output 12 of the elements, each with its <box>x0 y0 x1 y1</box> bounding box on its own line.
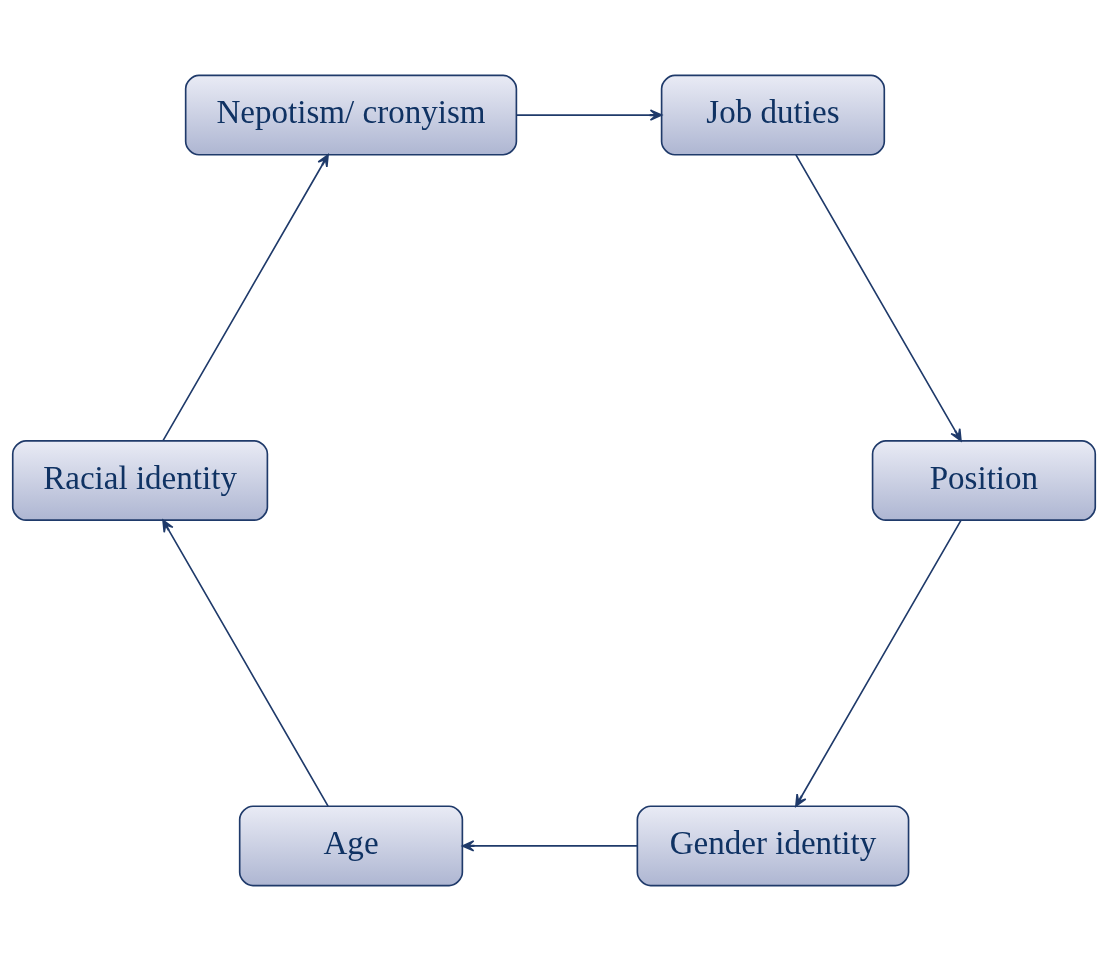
node-box: Gender identity <box>636 805 910 887</box>
arrow <box>795 154 962 442</box>
arrow <box>795 519 962 807</box>
node-box: Nepotism/ cronyism <box>184 74 518 156</box>
node-box: Job duties <box>660 74 886 156</box>
node-box: Age <box>238 805 464 887</box>
node-box: Position <box>871 440 1097 521</box>
arrow <box>162 154 329 442</box>
arrow <box>515 109 663 121</box>
node-box: Racial identity <box>11 440 269 521</box>
arrow <box>162 519 329 807</box>
arrow <box>461 840 638 852</box>
